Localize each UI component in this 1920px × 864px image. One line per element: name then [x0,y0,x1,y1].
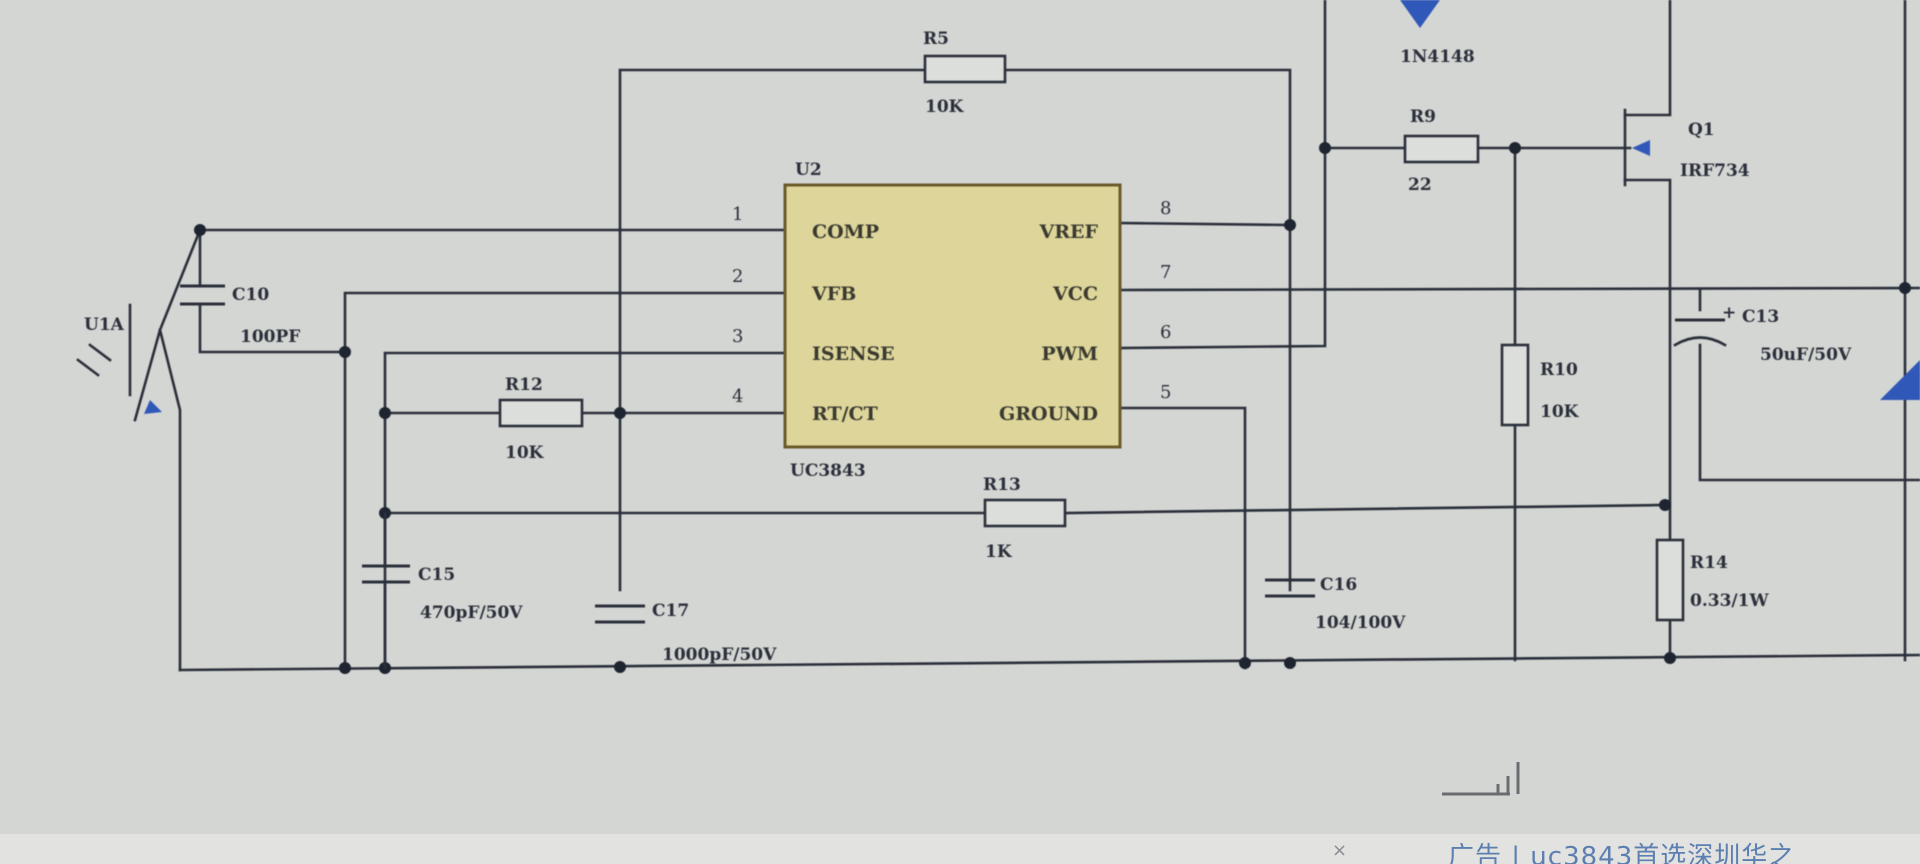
u1a-ref: U1A [84,315,125,335]
r12-ref: R12 [505,375,543,395]
pin-3-number: 3 [732,326,743,347]
c13-plus: + [1722,303,1736,323]
c13-value: 50uF/50V [1760,345,1852,365]
pin-2-label: VFB [811,283,856,305]
pin-3-label: ISENSE [812,343,895,365]
c13-ref: C13 [1742,307,1779,327]
wire-gnd-pin [1118,406,1247,670]
r14-ref: R14 [1690,553,1728,573]
junction-dot [1284,219,1296,231]
c10-ref: C10 [232,285,269,305]
wire-pwm [1118,0,1327,350]
q1-arrow-icon [1632,140,1650,156]
diode-value: 1N4148 [1400,47,1475,67]
c17-ref: C17 [652,601,689,621]
junction-dot [1239,657,1251,669]
junction-dot [1319,142,1331,154]
wire-vfb [343,291,787,672]
pin-5-label: GROUND [999,403,1098,425]
junction-dot [1659,499,1671,511]
junction-dot [339,662,351,674]
r13-value: 1K [985,542,1013,562]
signal-bars-icon [1442,762,1520,796]
r12-value: 10K [505,443,545,463]
pin-6-label: PWM [1041,343,1098,365]
opto-light-arrow-icon [76,343,112,377]
c15-value: 470pF/50V [420,603,523,623]
resistor-r12 [498,398,584,428]
pin-8-number: 8 [1160,198,1171,219]
pin-4-label: RT/CT [812,403,878,425]
c17-value: 1000pF/50V [662,645,777,665]
junction-dot [339,346,351,358]
resistor-r5 [923,54,1007,84]
r10-ref: R10 [1540,360,1578,380]
ic-u2-body [783,183,1122,449]
ad-bar [0,834,1920,864]
pin-4-number: 4 [732,386,743,407]
q1-ref: Q1 [1688,120,1715,140]
ic-part: UC3843 [790,461,866,481]
pin-8-label: VREF [1038,221,1098,243]
wire-r13 [383,503,1667,515]
c16-value: 104/100V [1315,613,1406,633]
pin-7-label: VCC [1052,283,1098,305]
pin-1-number: 1 [732,204,743,225]
diode-triangle-icon [1400,0,1440,28]
wire-vref [1118,221,1292,227]
junction-dot [194,224,206,236]
junction-dot [1899,282,1911,294]
opto-emitter-arrow-icon [144,400,162,414]
r5-value: 10K [925,97,965,117]
wire-c13 [1698,288,1920,482]
r14-value: 0.33/1W [1690,591,1769,611]
q1-value: IRF734 [1680,161,1750,181]
junction-dot [379,407,391,419]
junction-dot [1284,657,1296,669]
r9-ref: R9 [1410,107,1436,127]
resistor-r10 [1500,343,1530,427]
junction-dot [1509,142,1521,154]
pin-2-number: 2 [732,266,743,287]
c15-ref: C15 [418,565,455,585]
resistor-r13 [983,498,1067,528]
junction-dot [614,661,626,673]
ic-ref: U2 [795,160,822,180]
r10-value: 10K [1540,402,1580,422]
junction-dot [1664,652,1676,664]
wire-ground [178,653,1920,672]
ad-close-button[interactable]: × [1332,840,1348,861]
zener-triangle-icon [1880,360,1920,400]
pin-1-label: COMP [812,221,879,243]
r5-ref: R5 [923,29,949,49]
c16-ref: C16 [1320,575,1357,595]
wire-vcc [1118,286,1920,292]
junction-dot [614,407,626,419]
wire-opto [133,228,202,672]
ad-link[interactable]: 广告 | uc3843首选深圳华之 [1448,842,1796,864]
resistor-r9 [1403,134,1480,164]
c10-value: 100PF [240,327,300,347]
pin-7-number: 7 [1160,262,1171,283]
r9-value: 22 [1408,175,1432,195]
r13-ref: R13 [983,475,1021,495]
pin-6-number: 6 [1160,322,1171,343]
cap-c13-curve [1673,336,1727,347]
pin-5-number: 5 [1160,382,1171,403]
resistor-r14 [1655,538,1685,622]
wire-c10 [198,228,347,354]
